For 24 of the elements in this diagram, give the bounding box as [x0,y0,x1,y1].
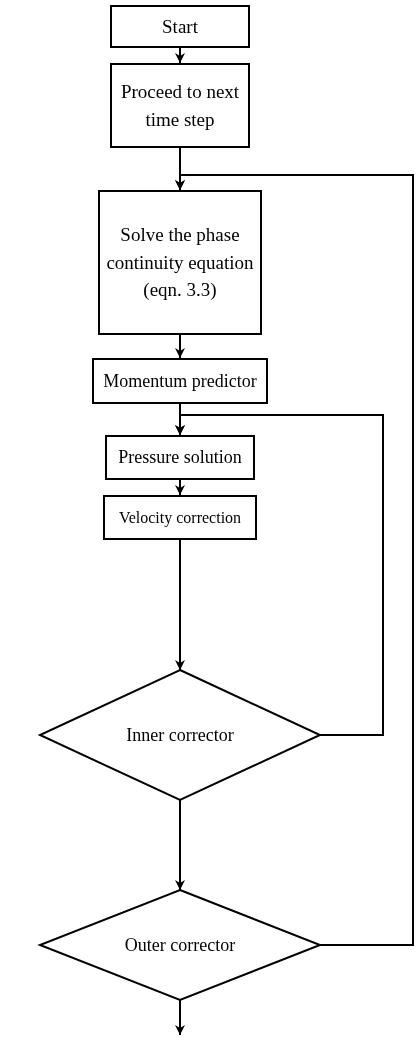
arrow [175,539,185,671]
arrow [175,334,185,359]
node-label: Proceed to next time step [119,79,241,132]
node-label: Momentum predictor [103,369,257,393]
arrow [175,47,185,64]
process-box [105,435,255,480]
arrow [175,414,384,736]
decision-diamond [40,670,320,800]
node-label: Velocity correction [118,507,242,529]
arrow [175,174,414,946]
arrow [175,479,185,496]
process-box [110,5,250,48]
node-label: Outer corrector [124,933,236,957]
arrow [175,799,185,891]
process-box [110,63,250,148]
decision-diamond [40,890,320,1000]
node-label: Solve the phase continuity equation (eqn. 3.3) [105,223,255,303]
arrow [175,999,185,1036]
node-label: Start [162,14,198,39]
process-box [98,190,262,335]
process-box [92,358,268,404]
process-box [103,495,257,540]
node-label: Pressure solution [118,446,242,470]
node-label: Inner corrector [126,723,234,747]
